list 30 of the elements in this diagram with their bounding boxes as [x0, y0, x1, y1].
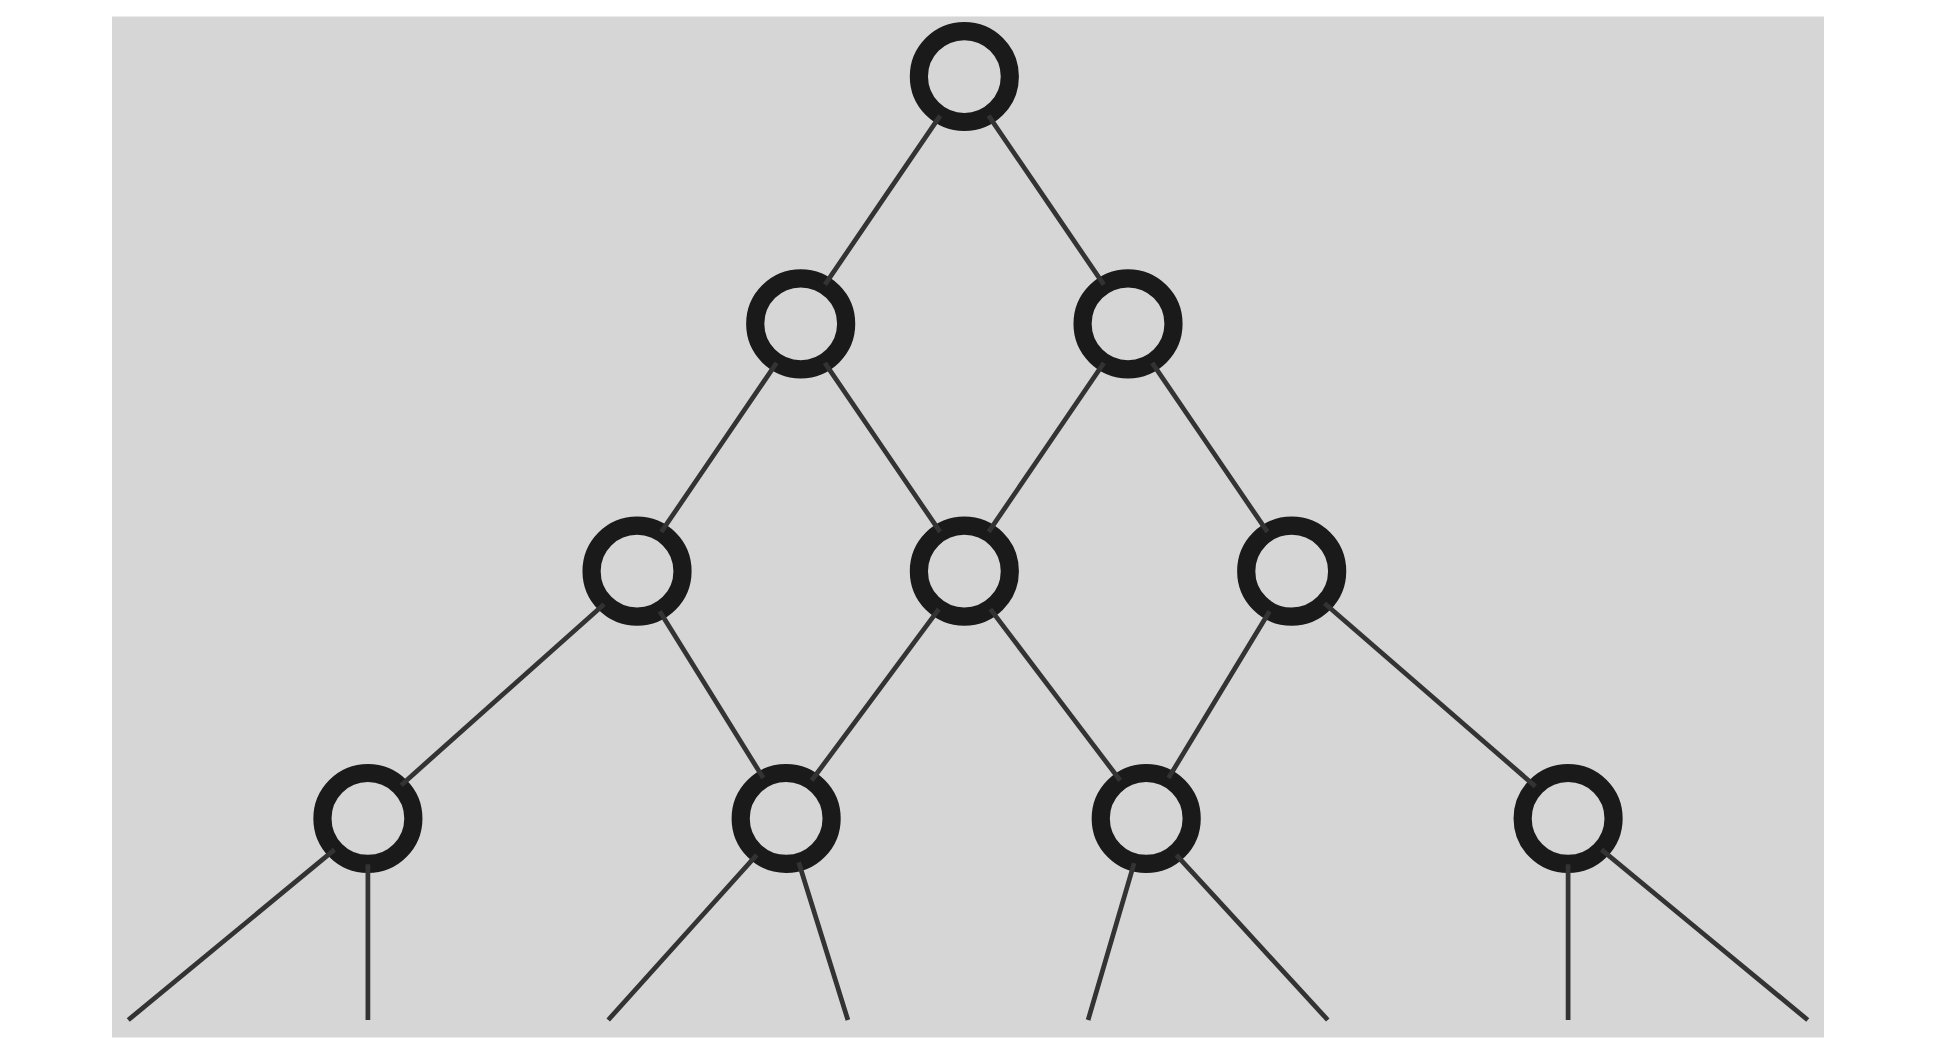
connector	[364, 864, 370, 1021]
connector	[1084, 862, 1136, 1021]
connector	[1564, 864, 1570, 1021]
node-circle	[1236, 516, 1346, 626]
node-circle	[312, 763, 422, 873]
connector	[795, 861, 850, 1021]
connector	[985, 361, 1105, 534]
node-circle	[745, 269, 855, 379]
connector	[808, 607, 940, 782]
connector	[1598, 847, 1809, 1022]
node-circle	[581, 516, 691, 626]
connector	[656, 610, 765, 780]
node-circle	[908, 21, 1018, 132]
node-circle	[1072, 269, 1182, 379]
node-circle	[908, 516, 1018, 626]
connector	[822, 114, 942, 286]
connector	[398, 602, 605, 787]
connector	[1321, 601, 1536, 789]
connector	[987, 607, 1122, 782]
connector	[658, 361, 778, 534]
connector	[1165, 610, 1271, 780]
connector	[605, 853, 758, 1022]
connector	[821, 361, 942, 534]
node-circle	[730, 763, 840, 873]
node-circle	[1090, 763, 1200, 873]
connector	[1173, 853, 1329, 1022]
connector	[125, 847, 336, 1022]
connector	[1149, 361, 1269, 534]
connector	[985, 114, 1105, 286]
node-circle	[1512, 763, 1622, 873]
